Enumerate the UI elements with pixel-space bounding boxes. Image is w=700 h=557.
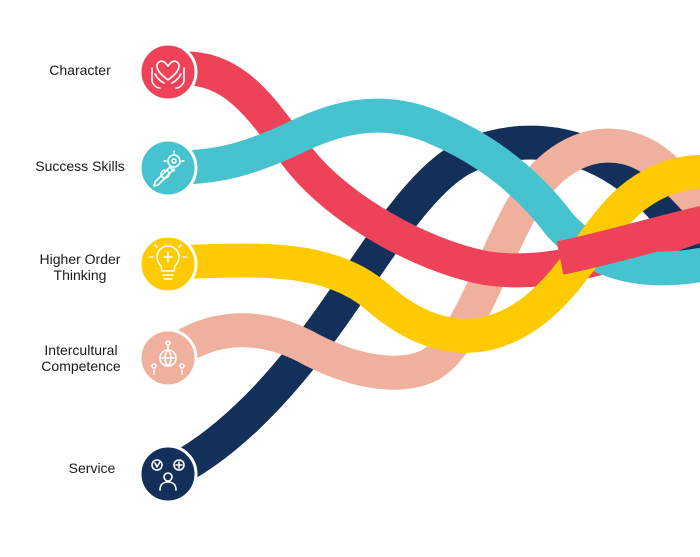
globe-people-icon [151, 340, 185, 375]
label-intercultural-line2: Competence [41, 358, 121, 374]
ribbon-character-overlap [556, 205, 700, 275]
label-service: Service [44, 460, 140, 476]
ribbon-higher-order [167, 154, 700, 353]
label-character-text: Character [49, 62, 111, 78]
label-success-skills-text: Success Skills [35, 158, 125, 174]
label-higher-order-line2: Thinking [53, 267, 107, 283]
label-success-skills: Success Skills [27, 158, 133, 174]
people-community-icon [151, 459, 185, 491]
label-higher-order-thinking: Higher Order Thinking [29, 251, 131, 283]
label-intercultural-competence: Intercultural Competence [31, 342, 131, 374]
label-character: Character [34, 62, 126, 78]
icon-higher-order-group [138, 234, 198, 294]
icon-success-group [138, 138, 198, 198]
icon-character-group [138, 42, 198, 102]
label-higher-order-line1: Higher Order [39, 251, 121, 267]
ribbon-service [160, 125, 700, 490]
hands-heart-icon [151, 60, 185, 89]
icon-intercultural-group [138, 328, 198, 388]
gears-pencil-icon [153, 150, 185, 187]
label-service-text: Service [68, 460, 116, 476]
lightbulb-icon [149, 244, 187, 280]
icon-service-group [138, 444, 198, 504]
label-intercultural-line1: Intercultural [44, 342, 118, 358]
